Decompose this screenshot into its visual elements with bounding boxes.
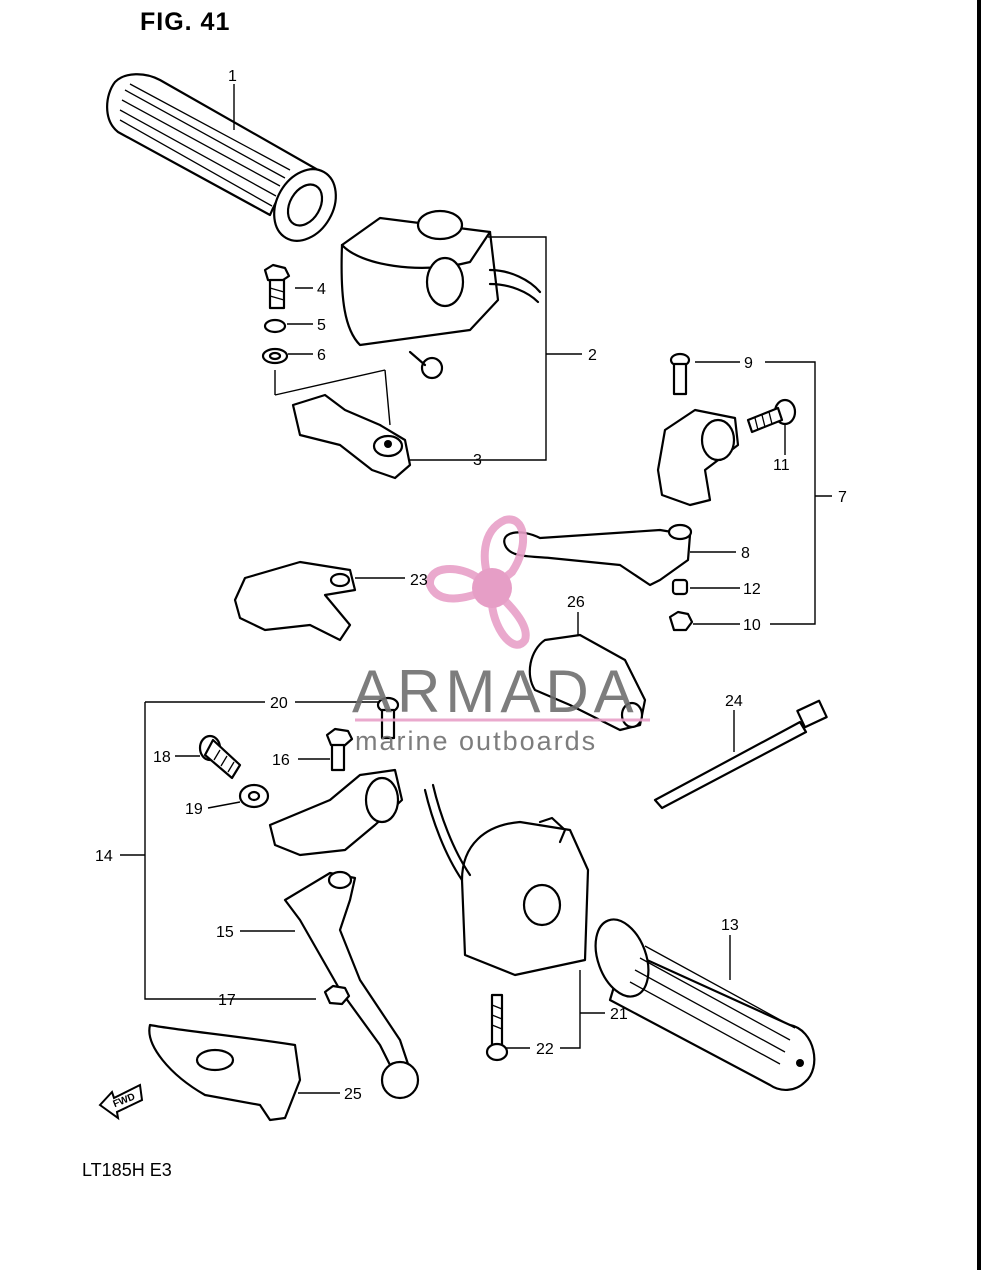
watermark-tagline: marine outboards [355,726,597,756]
brake-lever-8 [503,523,693,587]
part-label-22: 22 [536,1041,554,1058]
watermark-brand: ARMADA [352,658,639,725]
washer-6 [261,347,289,365]
part-label-15: 15 [216,924,234,941]
adjuster-bolt-18 [198,734,242,780]
part-label-5: 5 [317,317,326,334]
propeller-logo-icon [426,515,530,649]
part-label-7: 7 [838,489,847,506]
grip-right [594,918,816,1091]
part-label-25: 25 [344,1086,362,1103]
grip-left [106,73,337,242]
model-code: LT185H E3 [82,1160,172,1180]
part-label-6: 6 [317,347,326,364]
part-label-2: 2 [588,347,597,364]
clutch-lever-15 [283,870,420,1100]
lever-bracket-right [656,408,740,507]
figure-title: FIG. 41 [140,8,231,36]
part-label-4: 4 [317,281,326,298]
part-label-19: 19 [185,801,203,818]
nut-17 [323,984,351,1006]
part-label-13: 13 [721,917,739,934]
lever-bracket-left [268,768,404,857]
screw-20 [376,696,400,740]
collar-12 [671,578,689,596]
screw-22 [485,993,509,1062]
switch-housing-right [423,783,590,977]
part-label-14: 14 [95,848,113,865]
washer-5 [263,318,287,334]
part-label-8: 8 [741,545,750,562]
adjuster-nut-19 [238,783,270,809]
fwd-arrow-icon: FWD [98,1083,144,1121]
screw-11 [746,398,797,434]
part-label-26: 26 [567,594,585,611]
part-label-1: 1 [228,68,237,85]
part-labels: 1 2 3 4 5 6 7 8 9 10 11 12 13 14 15 16 1… [95,68,847,1103]
part-label-18: 18 [153,749,171,766]
part-label-16: 16 [272,752,290,769]
watermark: ARMADA marine outboards [352,515,650,756]
part-label-21: 21 [610,1006,628,1023]
cable-tie-24 [653,699,828,810]
bolt-4 [263,263,291,310]
part-label-20: 20 [270,695,288,712]
bolt-16 [325,727,354,772]
part-label-12: 12 [743,581,761,598]
part-label-3: 3 [473,452,482,469]
part-label-23: 23 [410,572,428,589]
part-label-10: 10 [743,617,761,634]
hand-guard-25 [148,1023,302,1122]
boot-26 [528,633,647,732]
clip-plate-23 [233,560,357,642]
part-label-24: 24 [725,693,743,710]
part-label-9: 9 [744,355,753,372]
part-label-17: 17 [218,992,236,1009]
switch-housing-left [340,209,542,380]
nut-10 [668,610,694,632]
bracket-arm-3 [291,393,412,480]
screw-9 [669,352,691,396]
part-label-11: 11 [773,457,790,474]
